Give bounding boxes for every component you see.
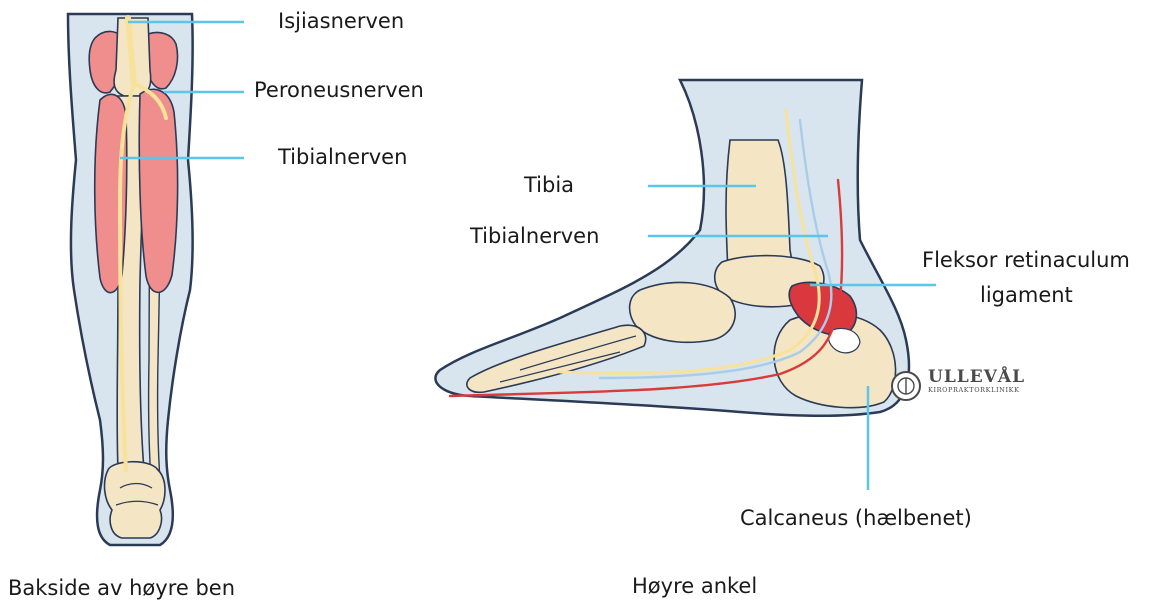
label-peroneal-nerve: Peroneusnerven [254, 78, 424, 103]
logo: ULLEVÅL KIROPRAKTORKLINIKK [928, 369, 1025, 394]
label-tibial-nerve-leg: Tibialnerven [278, 145, 407, 170]
label-retinaculum-line1: Fleksor retinaculum [922, 248, 1130, 273]
logo-subtitle: KIROPRAKTORKLINIKK [928, 387, 1025, 394]
label-sciatic-nerve: Isjiasnerven [278, 9, 404, 34]
caption-ankle: Høyre ankel [632, 574, 757, 598]
logo-emblem [892, 372, 920, 400]
calf-muscle-lateral [139, 89, 177, 292]
ankle-figure [435, 80, 936, 490]
foot-bones-leg [105, 462, 165, 538]
leg-figure [68, 14, 244, 545]
logo-name: ULLEVÅL [928, 369, 1025, 386]
ankle-midfoot-bones [630, 282, 736, 342]
label-tibia: Tibia [524, 173, 574, 198]
ankle-tibia-bone [726, 140, 794, 275]
label-retinaculum-line2: ligament [980, 283, 1073, 308]
label-calcaneus: Calcaneus (hælbenet) [740, 506, 972, 531]
caption-leg: Bakside av høyre ben [8, 576, 235, 600]
label-tibial-nerve-ankle: Tibialnerven [470, 224, 599, 249]
